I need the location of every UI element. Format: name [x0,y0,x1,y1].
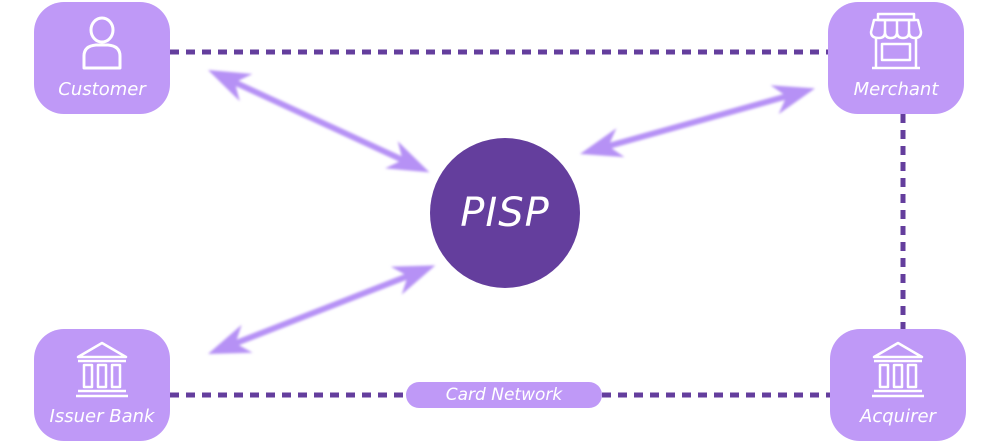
issuer-bank-node: Issuer Bank [34,329,170,441]
pisp-hub: PISP [430,138,580,288]
storefront-icon [869,12,923,70]
merchant-pisp-arrow [580,85,816,158]
customer-label: Customer [58,79,146,100]
merchant-label: Merchant [853,79,939,100]
card-network-pill: Card Network [406,382,602,408]
acquirer-node: Acquirer [830,329,966,441]
issuer-pisp-arrow [208,265,436,354]
acquirer-label: Acquirer [860,406,936,427]
customer-pisp-arrow [208,70,430,173]
person-icon [82,16,122,70]
card-network-label: Card Network [445,385,563,405]
customer-node: Customer [34,2,170,114]
issuer-bank-label: Issuer Bank [49,406,155,427]
pisp-label: PISP [460,190,550,236]
bank-icon [76,341,128,398]
merchant-node: Merchant [828,2,964,114]
bank-icon [872,341,924,398]
